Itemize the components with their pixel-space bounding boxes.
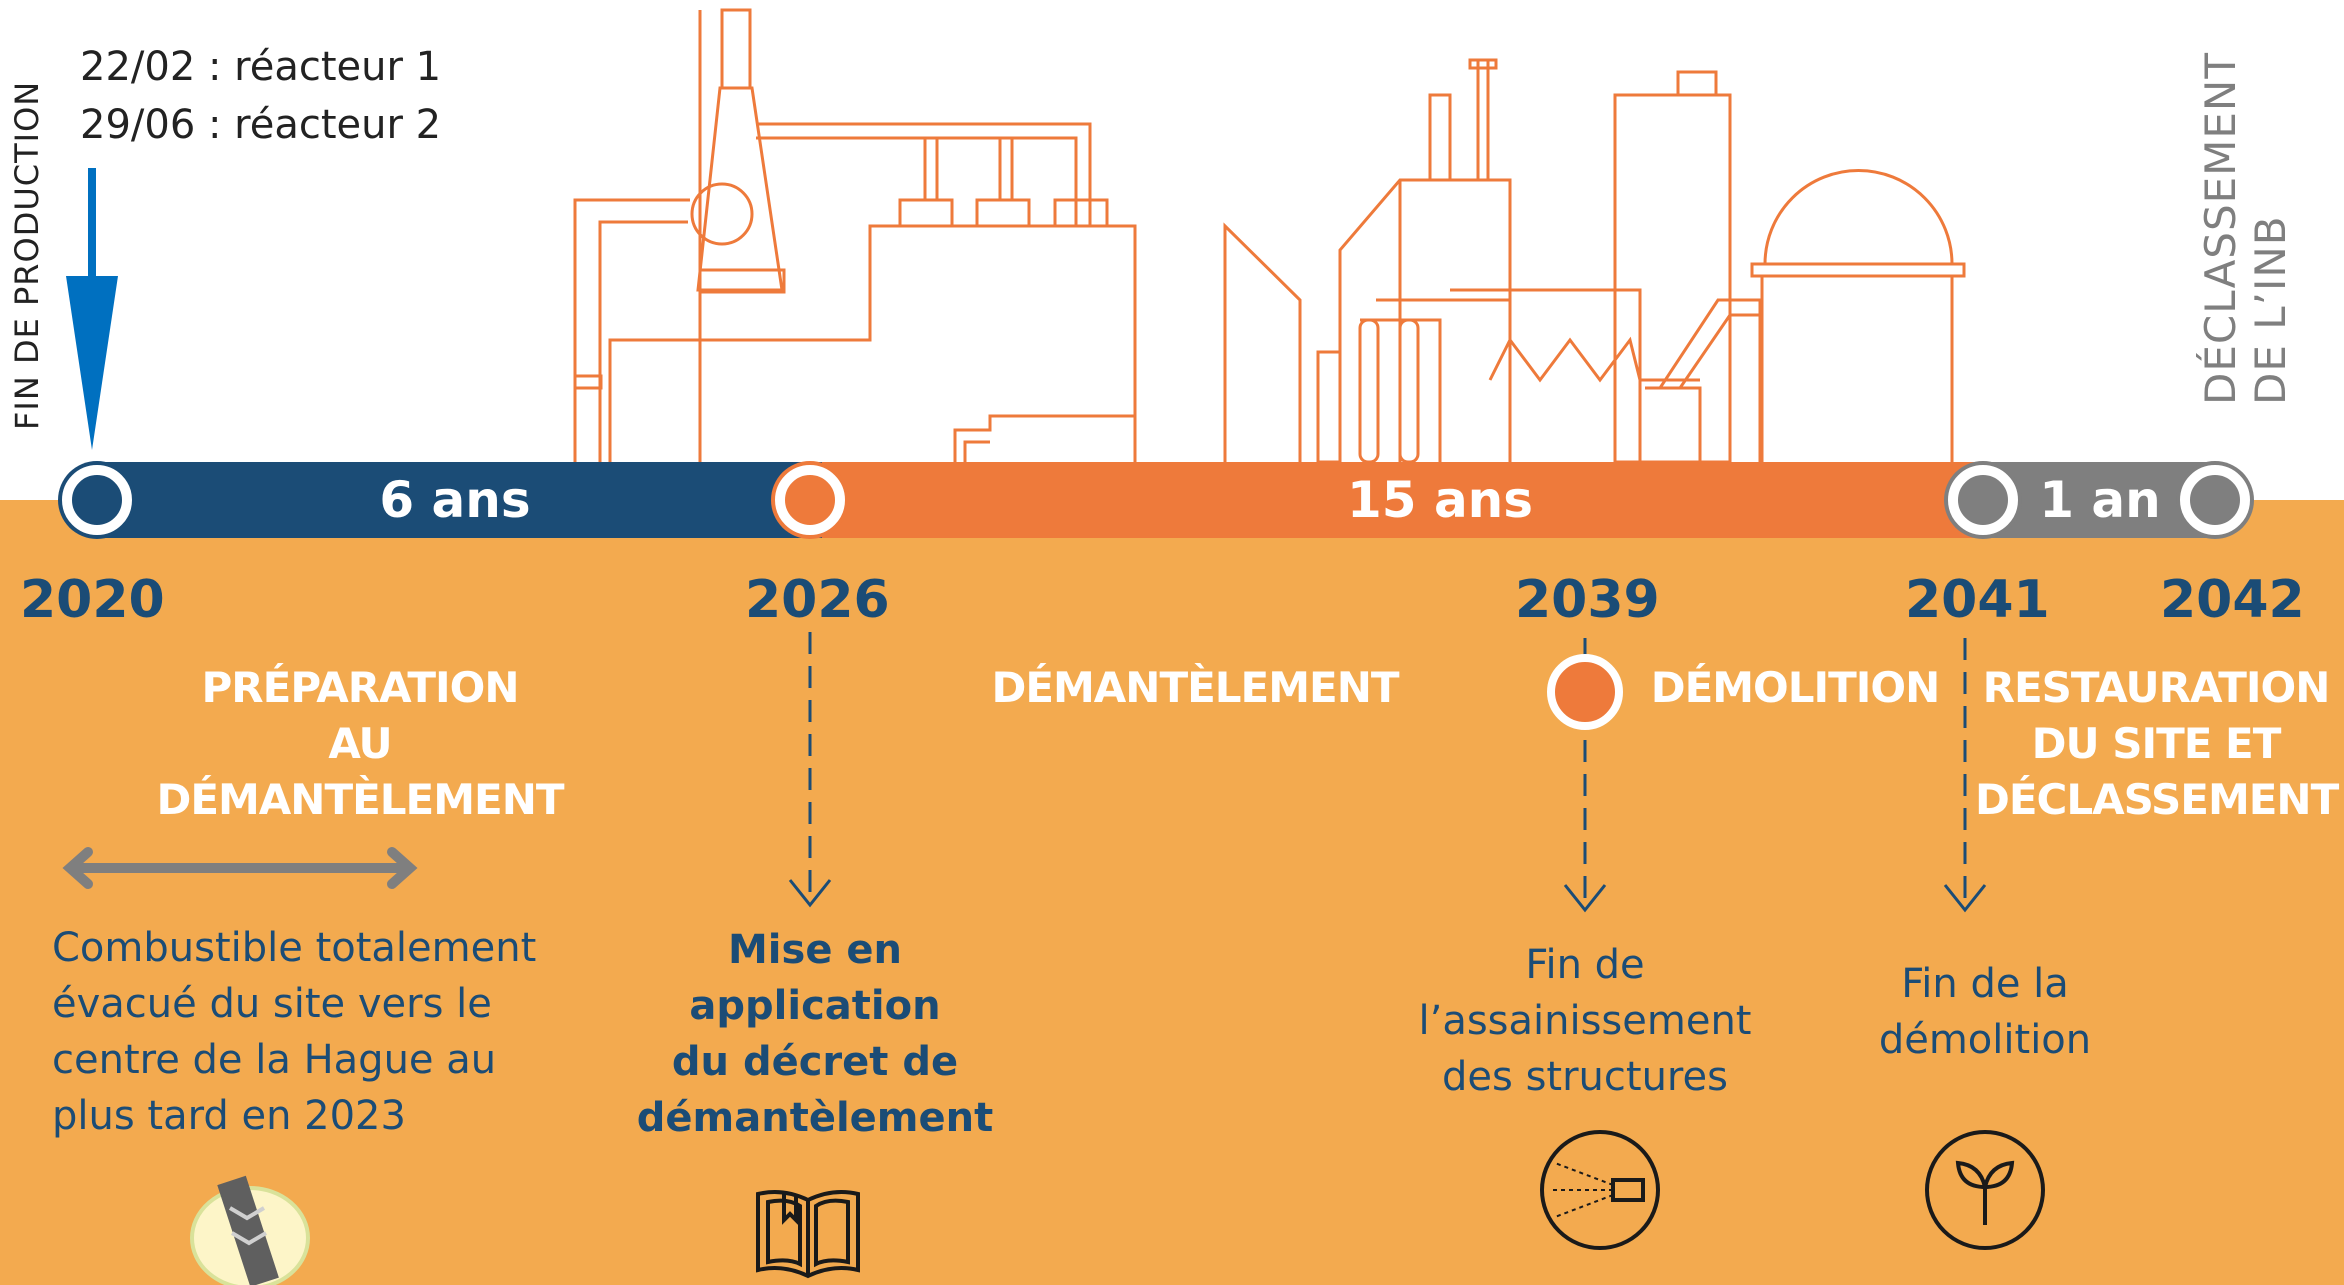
- duration-1-an: 1 an: [2039, 471, 2161, 529]
- milestone-combustible: Combustible totalement évacué du site ve…: [52, 925, 537, 1139]
- reactor-2-date: 29/06 : réacteur 2: [80, 102, 442, 148]
- node-2026: [775, 465, 845, 535]
- duration-15-ans: 15 ans: [1346, 471, 1534, 529]
- nuclear-plant-outline: [573, 8, 1966, 464]
- node-2039: [1547, 654, 1623, 730]
- reactor-1-date: 22/02 : réacteur 1: [80, 44, 442, 90]
- phase-restauration: RESTAURATION DU SITE ET DÉCLASSEMENT: [1975, 663, 2339, 824]
- year-2042: 2042: [2160, 570, 2305, 630]
- reactor-dates: 22/02 : réacteur 1 29/06 : réacteur 2: [80, 38, 441, 154]
- phase-demolition: DÉMOLITION: [1650, 663, 1941, 712]
- book-icon: [756, 1190, 860, 1279]
- down-arrow-icon: [66, 168, 118, 450]
- year-2039: 2039: [1515, 570, 1660, 630]
- phase-demantelement: DÉMANTÈLEMENT: [991, 663, 1399, 712]
- fuel-rod-icon: [190, 1175, 310, 1285]
- timeline-bar-orange: [780, 462, 1980, 538]
- year-2020: 2020: [20, 570, 165, 630]
- node-2041: [1948, 465, 2018, 535]
- node-2020: [62, 465, 132, 535]
- milestone-decret: Mise en application du décret de démantè…: [636, 927, 994, 1141]
- spray-nozzle-icon: [1540, 1130, 1660, 1250]
- node-2042: [2180, 465, 2250, 535]
- year-2041: 2041: [1905, 570, 2050, 630]
- phase-preparation: PRÉPARATION AU DÉMANTÈLEMENT: [156, 663, 564, 824]
- duration-6-ans: 6 ans: [379, 471, 531, 529]
- year-2026: 2026: [745, 570, 890, 630]
- double-arrow-icon: [62, 847, 418, 889]
- milestone-fin-demolition: Fin de la démolition: [1878, 961, 2092, 1063]
- orange-background: [0, 500, 2344, 1285]
- sprout-icon: [1925, 1130, 2045, 1250]
- timeline-bar-blue: [62, 462, 822, 538]
- milestone-assainissement: Fin de l’assainissement des structures: [1418, 942, 1752, 1100]
